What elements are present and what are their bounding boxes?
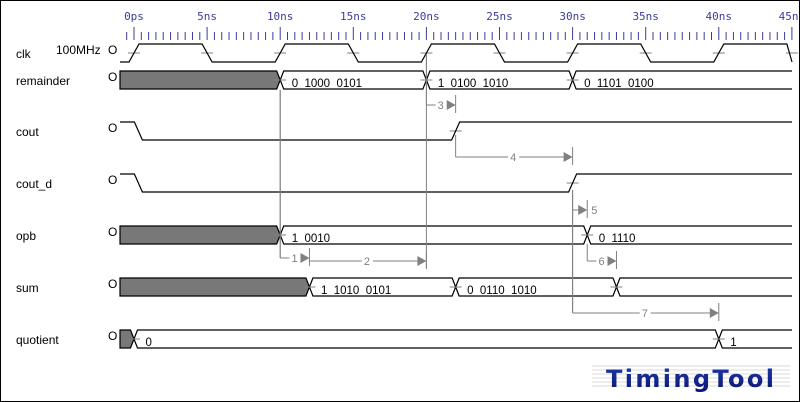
arrowhead-icon (563, 152, 573, 162)
tick-label: 25ns (486, 10, 513, 23)
bus-value: 1_1010_0101 (321, 285, 391, 297)
delay-label: 2 (364, 256, 370, 268)
delay-label: 6 (598, 256, 604, 268)
bit-waveform (120, 121, 792, 141)
logo-text: TimingTool (606, 365, 774, 393)
bus-value: 1_0100_1010 (438, 78, 508, 90)
bus-segment (615, 277, 792, 297)
delay-label-bg (289, 252, 301, 264)
delay-annotations: 1 2 3 4 5 6 7 (279, 54, 720, 321)
signal-clk: clk O 100MHz (16, 43, 798, 63)
initial-marker: O (108, 329, 117, 343)
timingtool-logo: TimingTool (592, 365, 790, 393)
delay-label-bg (435, 99, 447, 111)
bus-value: 1 (730, 337, 736, 349)
delay-label: 7 (642, 308, 648, 320)
unknown-segment (119, 329, 135, 349)
bus-value: 1_0010 (292, 233, 330, 245)
initial-marker: O (108, 277, 117, 291)
signal-name: clk (16, 47, 32, 61)
signal-name: opb (16, 229, 36, 243)
signal-opb: opb O 1_0010 0_1110 (16, 225, 792, 245)
bus-segment (133, 329, 720, 349)
tick-label: 45ns (779, 10, 800, 23)
clock-frequency: 100MHz (56, 43, 101, 57)
signal-name: quotient (16, 333, 59, 347)
delay-label-bg (508, 151, 520, 163)
arrowhead-icon (709, 308, 719, 318)
unknown-segment (119, 277, 311, 297)
delay-label: 3 (438, 100, 444, 112)
delay-label: 4 (510, 152, 516, 164)
tick-label: 40ns (706, 10, 733, 23)
bus-value: 0 (146, 337, 152, 349)
tick-label: 15ns (340, 10, 367, 23)
delay-label-bg (596, 255, 608, 267)
delay-label: 1 (291, 253, 297, 265)
tick-label: 0ps (124, 10, 144, 23)
tick-label: 30ns (559, 10, 586, 23)
signal-name: cout (16, 125, 39, 139)
signal-sum: sum O 1_1010_0101 0_0110_1010 (16, 277, 792, 297)
signal-cout-d: cout_d O (16, 173, 792, 193)
initial-marker: O (108, 43, 117, 57)
signal-name: sum (16, 281, 39, 295)
signal-remainder: remainder O 0_1000_0101 1_0100_1010 0_1101_0… (16, 70, 792, 90)
bus-segment (572, 70, 792, 90)
signal-name: remainder (16, 74, 70, 88)
tick-label: 20ns (413, 10, 440, 23)
bus-segment (718, 329, 792, 349)
unknown-segment (119, 225, 281, 245)
delay-label-bg (589, 204, 601, 216)
initial-marker: O (108, 225, 117, 239)
delay-label-bg (361, 255, 373, 267)
initial-marker: O (108, 173, 117, 187)
tick-label: 5ns (197, 10, 217, 23)
signal-name: cout_d (16, 177, 52, 191)
delay-label-bg (639, 307, 651, 319)
arrowhead-icon (607, 256, 617, 266)
clock-waveform (120, 43, 793, 63)
tick-label: 35ns (632, 10, 659, 23)
bus-value: 0_1000_0101 (292, 78, 362, 90)
signal-quotient: quotient O 0 1 (16, 329, 792, 349)
bus-value: 0_1110 (599, 233, 636, 245)
unknown-segment (119, 70, 281, 90)
bus-value: 0_1101_0100 (584, 78, 654, 90)
initial-marker: O (108, 121, 117, 135)
arrowhead-icon (300, 253, 310, 263)
bus-segment (586, 225, 792, 245)
bit-waveform (120, 173, 792, 193)
tick-label: 10ns (267, 10, 294, 23)
arrowhead-icon (578, 205, 588, 215)
arrowhead-icon (417, 256, 427, 266)
arrowhead-icon (446, 100, 456, 110)
bus-value: 0_0110_1010 (467, 285, 537, 297)
initial-marker: O (108, 70, 117, 84)
delay-label: 5 (591, 205, 597, 217)
signal-cout: cout O (16, 121, 792, 141)
